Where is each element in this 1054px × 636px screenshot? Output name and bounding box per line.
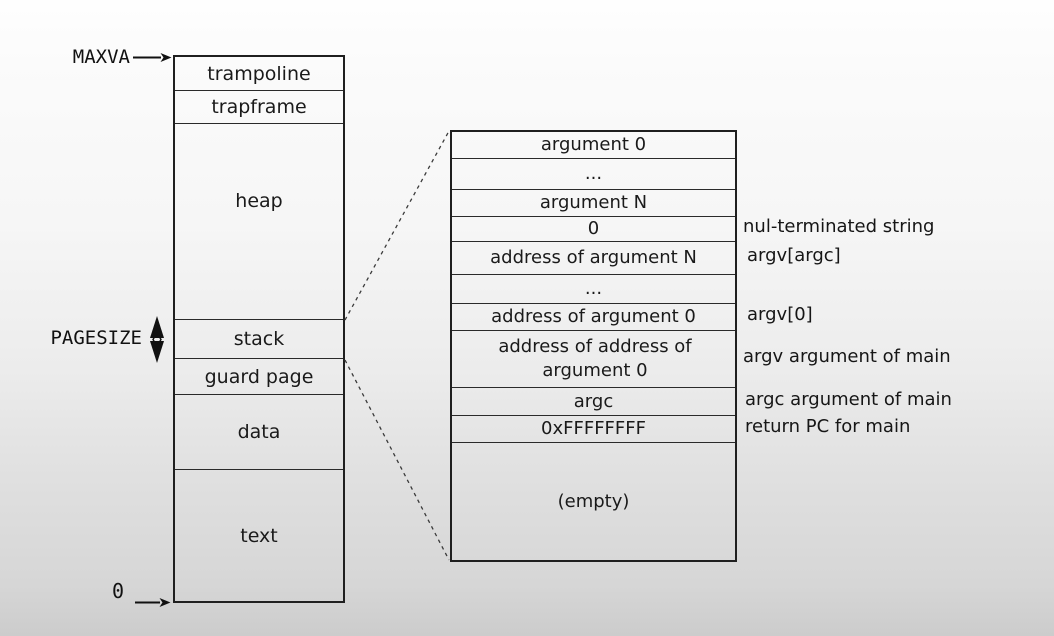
zero-address-label: 0 [111,579,124,603]
memmap-section-guard-page: guard page [175,359,343,395]
memmap-section-data: data [175,395,343,470]
stack-row-ellipsis-2: ... [452,275,735,304]
memmap-section-trapframe: trapframe [175,91,343,124]
memmap-section-text: text [175,470,343,601]
memory-map-box: trampoline trapframe heap stack guard pa… [173,55,345,603]
memmap-section-trampoline: trampoline [175,57,343,91]
stack-row-nul: 0 [452,217,735,242]
stack-row-argc: argc [452,388,735,416]
stack-row-argument-n: argument N [452,190,735,217]
memmap-section-label: heap [235,189,283,212]
memmap-section-label: stack [233,328,285,350]
pagesize-label: PAGESIZE [50,327,142,349]
memmap-section-label: trampoline [207,62,311,85]
stack-row-ellipsis: ... [452,159,735,190]
pagesize-double-arrow-icon [150,316,164,363]
stack-row-return-pc: 0xFFFFFFFF [452,416,735,443]
stack-row-argument-0: argument 0 [452,132,735,159]
annotation-argv-argc: argv[argc] [747,245,841,266]
stack-row-addr-of-addr: address of address of argument 0 [452,331,735,388]
stack-detail-table: argument 0 ... argument N 0 address of a… [450,130,737,562]
zoom-dashed-line-bottom [344,359,450,561]
annotation-argv-arg-of-main: argv argument of main [743,346,951,367]
maxva-label: MAXVA [72,46,130,68]
stack-row-addr-arg-0: address of argument 0 [452,304,735,331]
annotation-argc-arg-of-main: argc argument of main [745,389,952,410]
memmap-section-label: text [240,524,278,547]
zoom-dashed-line-top [344,130,450,321]
memmap-section-label: guard page [204,365,314,388]
stack-row-empty: (empty) [557,490,630,512]
memmap-section-heap: heap [175,124,343,320]
memmap-section-label: data [237,421,281,443]
annotation-argv-0: argv[0] [747,304,813,325]
annotation-return-pc: return PC for main [745,416,911,437]
memmap-section-stack: stack [175,320,343,359]
memmap-section-label: trapframe [211,96,307,118]
annotation-nul-terminated: nul-terminated string [743,216,935,237]
stack-row-addr-arg-n: address of argument N [452,242,735,275]
